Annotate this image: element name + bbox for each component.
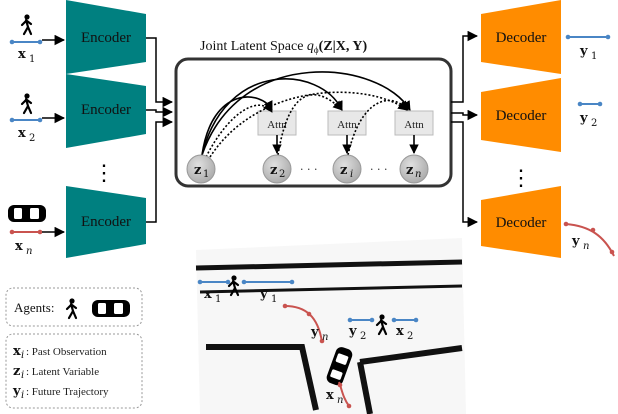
encoder-2-label: Encoder [81,102,131,118]
scene-agent-1: x 1 y 1 [197,274,295,305]
input-xn-sub: n [26,246,32,257]
latent-to-decoder-arrows [451,30,479,228]
encoder-1: Encoder [66,0,146,74]
svg-text:x: x [396,324,404,339]
svg-text:Attn: Attn [337,119,357,131]
attn-box-i: Attn [327,110,367,136]
decoder-1: Decoder [481,0,561,74]
svg-text:2: 2 [360,331,366,342]
input-x2: x 2 [9,92,66,144]
latent-node-z2: z 2 [262,154,292,184]
decoder-2: Decoder [481,78,561,152]
input-xn: x n [8,205,66,257]
legend-item-x: x i : Past Observation [13,344,107,361]
svg-text:x: x [13,344,21,359]
attn-box-2: Attn [257,110,297,136]
encoder-ellipsis: ⋮ [93,161,115,186]
latent-dots-2: · · · [370,163,387,176]
svg-text:n: n [415,169,421,180]
svg-text:i: i [350,169,353,180]
joint-latent-space: Joint Latent Space qϕ(Z|X, Y) Attn Attn … [174,39,453,188]
scene-agent-n: y n x n [282,303,353,409]
svg-text:y: y [571,234,580,249]
svg-text:y: y [259,287,268,302]
svg-text:z: z [194,163,201,178]
car-icon [8,205,46,222]
svg-text:n: n [322,332,328,343]
svg-text:2: 2 [407,331,413,342]
svg-text:z: z [340,163,347,178]
svg-text:: Past Observation: : Past Observation [26,346,107,358]
svg-text:z: z [270,163,277,178]
svg-text:x: x [204,287,212,302]
input-x1-sub: 1 [29,54,35,65]
svg-text:1: 1 [271,294,277,305]
output-y1: y 1 [565,34,611,62]
legend-agents-label: Agents: [14,300,54,315]
svg-text:2: 2 [279,169,285,180]
svg-text:i: i [21,350,24,361]
decoder-1-label: Decoder [496,30,547,46]
encoder-n-label: Encoder [81,214,131,230]
svg-text:1: 1 [203,169,209,180]
legend-item-z: z i : Latent Variable [13,364,99,381]
svg-text:2: 2 [591,118,597,129]
svg-text:1: 1 [591,51,597,62]
output-y2: y 2 [577,101,603,129]
svg-text:i: i [21,370,24,381]
svg-text:z: z [406,163,413,178]
car-icon [326,347,353,386]
encoder-n: Encoder [66,186,146,258]
encoder-2: Encoder [66,74,146,148]
pedestrian-icon [20,13,33,36]
svg-text:z: z [13,364,20,379]
pedestrian-icon [20,92,33,115]
svg-text:y: y [12,384,21,399]
svg-text:y: y [348,324,357,339]
legend-symbols: x i : Past Observation z i : Latent Vari… [5,333,143,409]
svg-text:y: y [310,325,319,340]
decoder-2-label: Decoder [496,108,547,124]
input-x2-sub: 2 [29,133,35,144]
input-x1-sym: x [18,47,26,62]
latent-node-zi: z i [332,154,362,184]
svg-text:n: n [583,241,589,252]
svg-text:x: x [326,388,334,403]
svg-text:y: y [579,44,588,59]
decoder-n: Decoder [481,186,561,258]
svg-text:: Future Trajectory: : Future Trajectory [26,386,109,398]
scene-agent-2: y 2 x 2 [347,313,419,342]
encoder-to-latent-arrows [146,37,174,223]
latent-node-z1: z 1 [186,154,216,184]
svg-text:i: i [21,390,24,401]
decoder-ellipsis: ⋮ [510,166,532,191]
car-icon [92,300,130,317]
legend-item-y: y i : Future Trajectory [12,384,109,401]
input-x1: x 1 [9,13,66,65]
latent-node-zn: z n [399,154,429,184]
svg-text:Attn: Attn [404,119,424,131]
latent-dots-1: · · · [300,163,317,176]
svg-text:y: y [579,111,588,126]
attn-box-n: Attn [394,110,434,136]
svg-text:1: 1 [215,294,221,305]
encoder-1-label: Encoder [81,30,131,46]
decoder-n-label: Decoder [496,215,547,231]
input-x2-sym: x [18,126,26,141]
output-yn: y n [563,221,615,257]
input-xn-sym: x [15,239,23,254]
legend-agents: Agents: [5,287,143,327]
svg-text:n: n [337,395,343,406]
svg-text:Attn: Attn [267,119,287,131]
attention-arrows [201,71,419,158]
latent-title: Joint Latent Space qϕ(Z|X, Y) [200,39,367,55]
svg-text:: Latent Variable: : Latent Variable [26,366,99,378]
